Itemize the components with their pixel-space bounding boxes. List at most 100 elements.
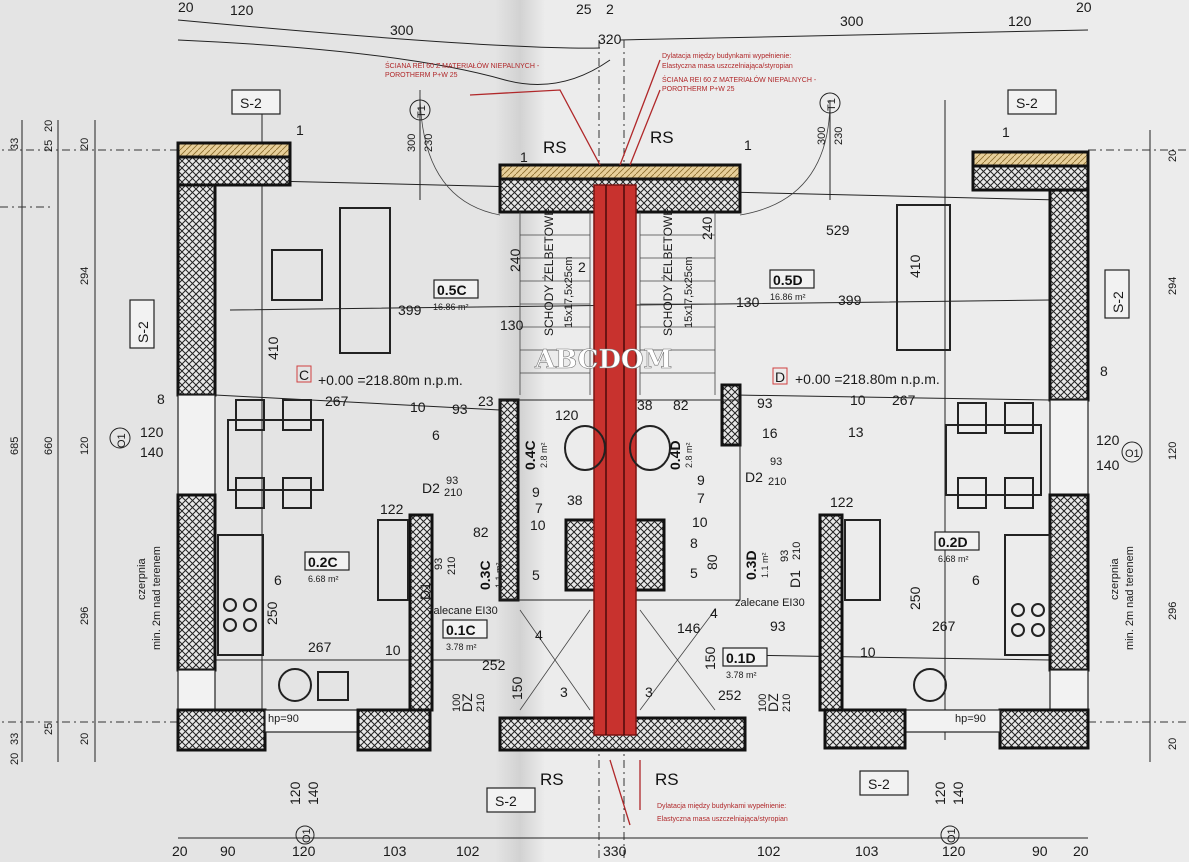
dim: 16 (762, 425, 778, 441)
door-tag: D2 (745, 469, 763, 485)
dim: 410 (907, 254, 923, 278)
dim: 122 (830, 494, 854, 510)
window-height: 140 (305, 781, 321, 805)
stairs (519, 212, 716, 711)
window-height: 140 (950, 781, 966, 805)
callout: 7 (697, 490, 705, 506)
dim-right: 20 (1167, 738, 1179, 750)
dim: 150 (509, 676, 525, 700)
window-height: 140 (1096, 457, 1120, 473)
air-intake-label: czerpnia (136, 558, 148, 600)
dim: 267 (325, 393, 349, 409)
sill-height: hp=90 (268, 713, 299, 725)
elevation-marker-c: C (299, 367, 309, 383)
dim: 146 (677, 620, 701, 636)
callout: 8 (1100, 363, 1108, 379)
dim-bottom: 102 (757, 843, 781, 859)
opening-tags: O1 120 140 O1 120 140 O1 120 140 O1 120 … (109, 92, 1143, 845)
dim-top: 20 (178, 0, 194, 15)
dim: 10 (850, 392, 866, 408)
dim-right: 294 (1167, 277, 1179, 295)
dim: 82 (473, 524, 489, 540)
dim-left: 660 (43, 437, 55, 455)
dim-bottom: 90 (1032, 843, 1048, 859)
dilatation-note-top-1: Dylatacja między budynkami wypełnienie: (662, 53, 791, 60)
room-area: 16.86 m² (770, 292, 806, 302)
room-area: 6.68 m² (938, 554, 969, 564)
room-id: 0.2D (938, 534, 968, 550)
room-area: 2.8 m² (539, 442, 549, 468)
air-intake-note: min. 2m nad terenem (1124, 546, 1136, 650)
section-tags: S-2 S-2 S-2 S-2 S-2 S-2 (129, 89, 1130, 813)
left-furniture (217, 89, 606, 702)
watermark: ABCDOM (534, 345, 672, 375)
section-tag: S-2 (240, 95, 262, 111)
dim-left: 25 (43, 140, 55, 152)
door-height: 210 (446, 557, 458, 575)
callout: 6 (432, 427, 440, 443)
room-labels: 0.5C 16.86 m² 0.2C 6.68 m² 0.1C 3.78 m² … (304, 269, 980, 680)
dim: 267 (932, 618, 956, 634)
window-tag: O1 (1125, 448, 1140, 460)
door-tag: DZ (459, 693, 475, 712)
dim-top: 120 (1008, 13, 1032, 29)
window-width: 120 (932, 781, 948, 805)
left-dimensions: 33 25 20 20 294 685 660 120 296 33 20 25… (9, 120, 91, 765)
dim: 130 (500, 317, 524, 333)
inner-dimensions: 529 399 399 410 410 240 240 130 130 267 … (264, 216, 956, 703)
dim: 93 (757, 395, 773, 411)
room-area: 1.1 m² (494, 562, 504, 588)
dim: 267 (308, 639, 332, 655)
room-id: 0.4C (522, 440, 538, 470)
room-area: 3.78 m² (446, 642, 477, 652)
callout: 5 (532, 567, 540, 583)
dim: 252 (718, 687, 742, 703)
dim: 10 (410, 399, 426, 415)
dim: 252 (482, 657, 506, 673)
window-width: 120 (287, 781, 303, 805)
dilatation-joint (593, 184, 637, 736)
room-id: 0.1D (726, 650, 756, 666)
wall-note-left-2: POROTHERM P+W 25 (385, 72, 458, 79)
dim-top: 300 (840, 13, 864, 29)
fire-door-note: zalecane EI30 (428, 605, 498, 617)
room-area: 3.78 m² (726, 670, 757, 680)
dim-bottom: 103 (855, 843, 879, 859)
dim-left: 33 (9, 138, 21, 150)
air-intake-note: min. 2m nad terenem (151, 546, 163, 650)
callout: 1 (296, 122, 304, 138)
door-width: 93 (779, 550, 791, 562)
callout: 10 (860, 644, 876, 660)
dim: 120 (555, 407, 579, 423)
dim: 399 (838, 292, 862, 308)
wall-note-left-1: ŚCIANA REI 60 Z MATERIAŁÓW NIEPALNYCH - (385, 61, 540, 70)
door-tag: D1 (417, 582, 433, 600)
door-width: 93 (433, 558, 445, 570)
callout: 5 (690, 565, 698, 581)
dim: 122 (380, 501, 404, 517)
dilatation-note-top-2: Elastyczna masa uszczelniająca/styropian (662, 63, 793, 70)
rs-label: RS (543, 138, 567, 157)
dim-bottom: 20 (1073, 843, 1089, 859)
dim: 529 (826, 222, 850, 238)
window-tag: O1 (946, 828, 958, 843)
right-unit-walls (720, 150, 1090, 750)
dilatation-note-bottom-2: Elastyczna masa uszczelniająca/styropian (657, 816, 788, 823)
door-width: 93 (770, 456, 782, 468)
callout: 6 (274, 572, 282, 588)
dim: 240 (507, 248, 523, 272)
callout: 10 (385, 642, 401, 658)
party-wall (498, 163, 747, 752)
door-tag: D2 (422, 480, 440, 496)
dim: 150 (702, 646, 718, 670)
rs-label: RS (650, 128, 674, 147)
dim-left: 20 (9, 753, 21, 765)
callout: 6 (972, 572, 980, 588)
window-width: 120 (1096, 432, 1120, 448)
room-area: 6.68 m² (308, 574, 339, 584)
elevation-marker-d: D (775, 369, 785, 385)
dim-bottom: 90 (220, 843, 236, 859)
callout: 4 (710, 605, 718, 621)
door-height: 210 (791, 542, 803, 560)
